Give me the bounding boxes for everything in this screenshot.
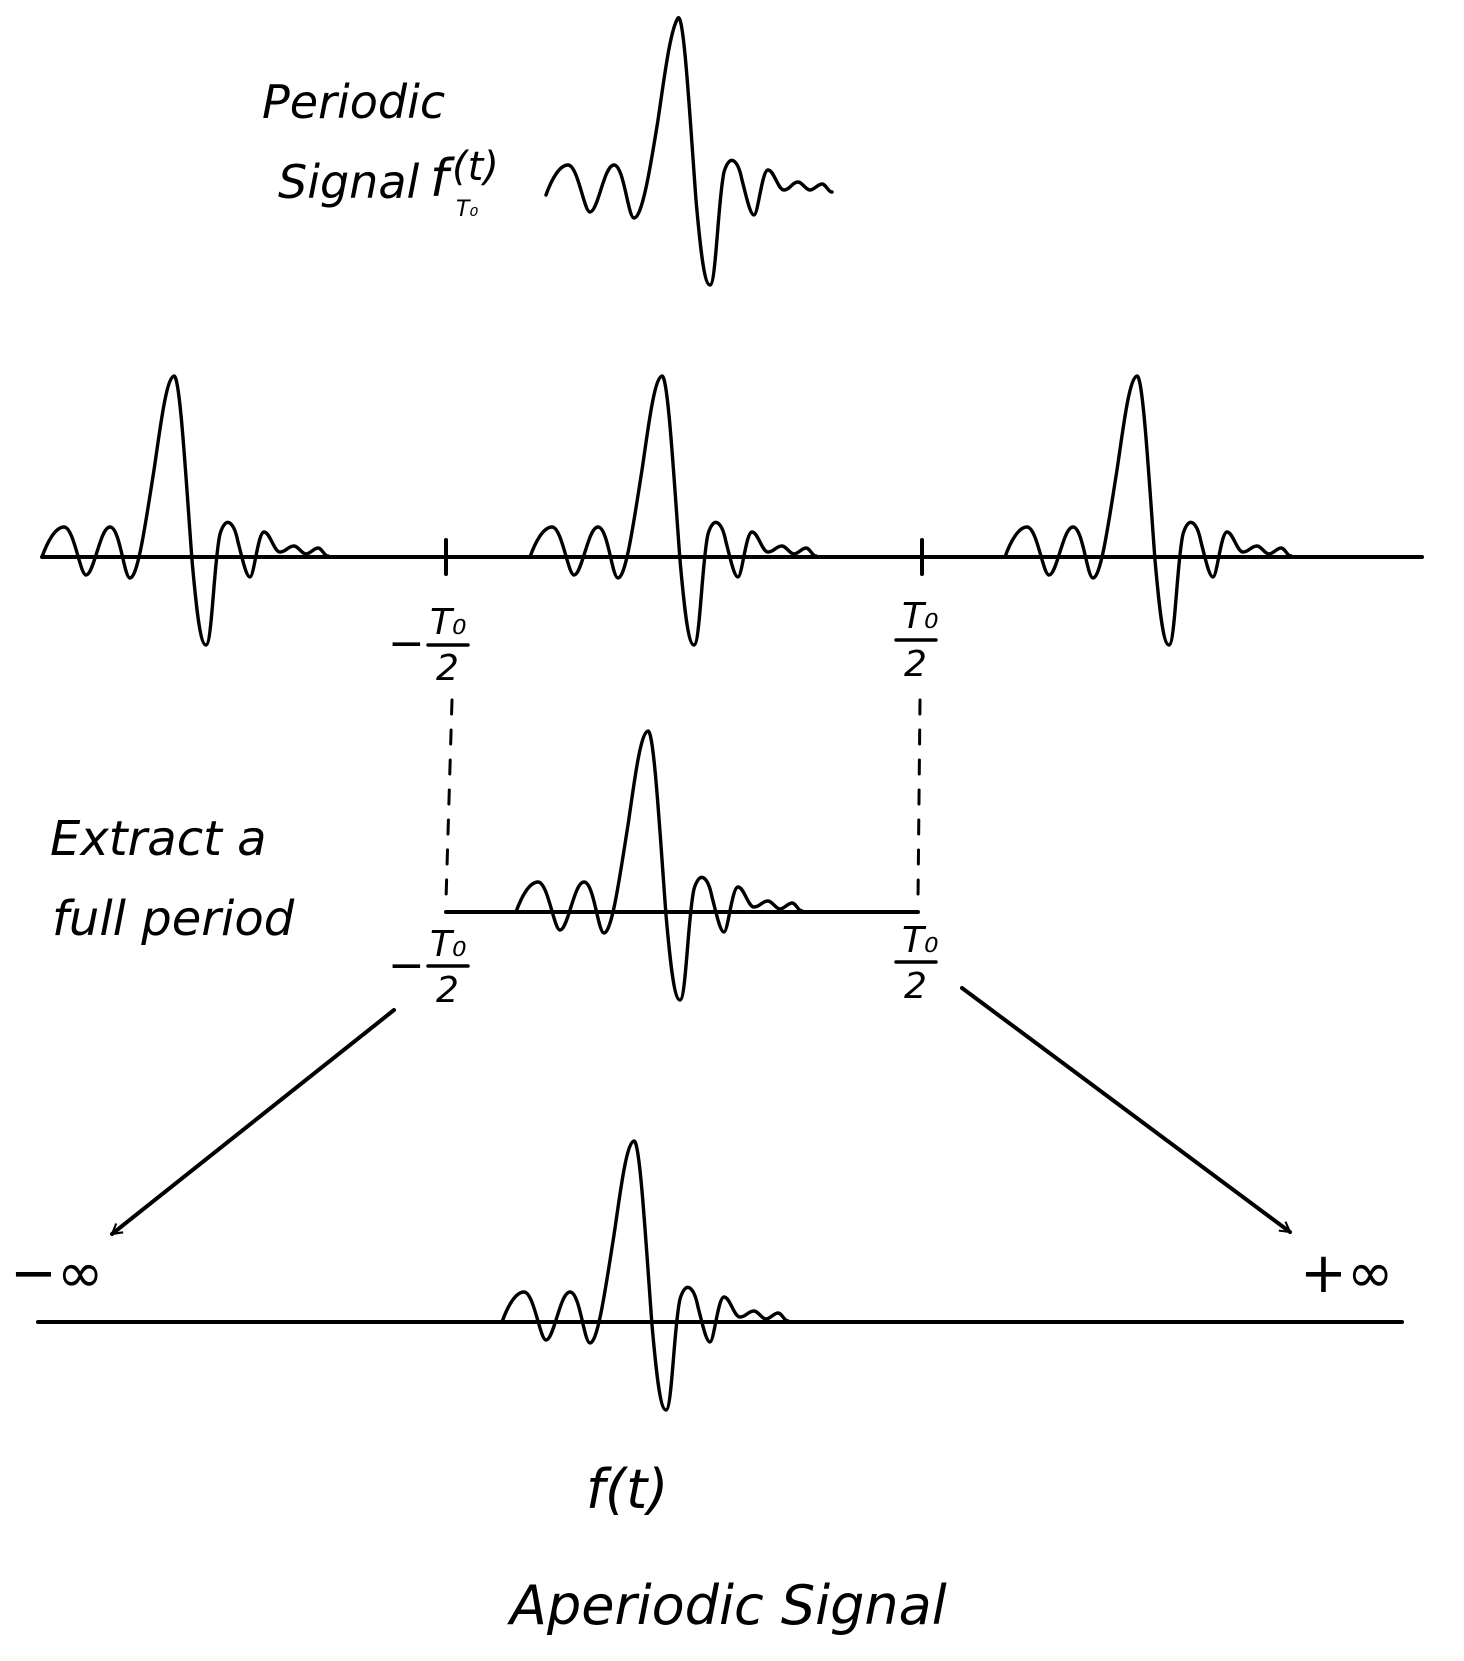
- top-pulse: [544, 16, 834, 287]
- neg-infinity-label: −∞: [10, 1241, 104, 1306]
- extracted-pulse: [514, 729, 804, 1002]
- t0-numerator-pos-lower: T₀: [902, 920, 938, 961]
- aperiodic-caption: Aperiodic Signal: [507, 1574, 947, 1637]
- arrow-to-neg-infinity: [110, 1008, 396, 1236]
- periodic-func-subscript: T₀: [456, 197, 478, 222]
- denominator-neg-lower: 2: [436, 970, 459, 1011]
- neg-sign-upper: −: [388, 618, 425, 669]
- dashed-connector-left: [444, 698, 454, 902]
- t0-numerator-neg-lower: T₀: [430, 924, 466, 965]
- arrow-to-pos-infinity: [960, 986, 1292, 1234]
- periodic-pulse-2: [528, 374, 818, 647]
- dashed-connector-right: [916, 698, 922, 902]
- extract-label-line2: full period: [52, 891, 295, 947]
- periodic-label-line1: Periodic: [262, 75, 445, 129]
- aperiodic-func-label: f(t): [586, 1458, 668, 1521]
- periodic-pulse-3: [1003, 374, 1293, 647]
- extract-label-line1: Extract a: [50, 811, 267, 867]
- periodic-func-arg: (t): [452, 144, 499, 190]
- aperiodic-pulse: [500, 1139, 790, 1412]
- t0-numerator-neg-upper: T₀: [430, 602, 466, 643]
- pos-infinity-label: +∞: [1300, 1241, 1394, 1306]
- periodic-label-line2: Signal: [278, 155, 420, 209]
- t0-numerator-pos-upper: T₀: [902, 596, 938, 637]
- neg-sign-lower: −: [388, 940, 425, 991]
- denominator-pos-upper: 2: [904, 644, 927, 685]
- periodic-pulse-1: [40, 374, 330, 647]
- denominator-pos-lower: 2: [904, 966, 927, 1007]
- denominator-neg-upper: 2: [436, 648, 459, 689]
